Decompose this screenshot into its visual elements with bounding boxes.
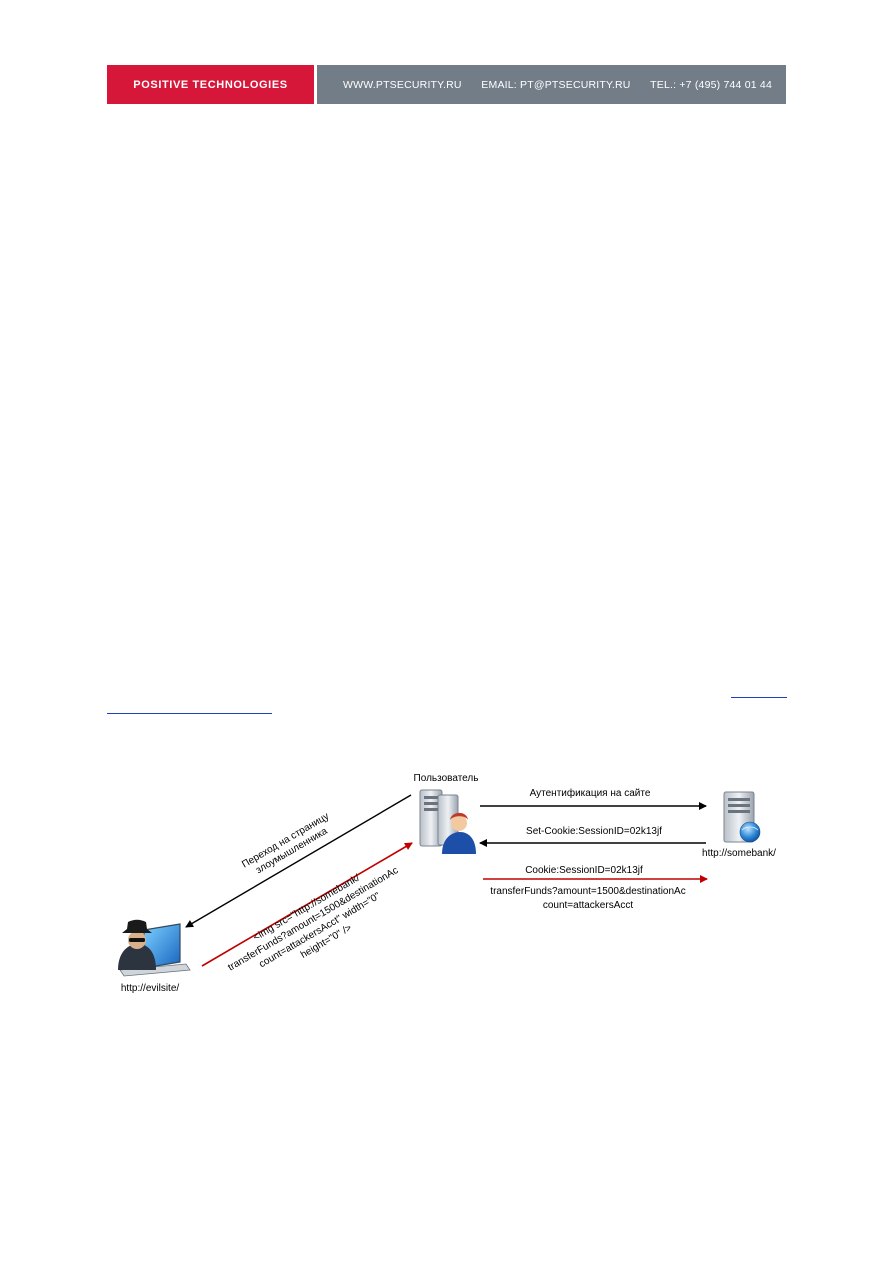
web-server-globe-icon [723,791,761,843]
user-workstation-icon [419,789,476,854]
header-divider [314,65,317,104]
hyperlink-underline-end[interactable] [731,688,787,698]
phone-number: TEL.: +7 (495) 744 01 44 [650,78,772,91]
img-tag-line-2: transferFunds?amount=1500&destinationAc [226,865,400,973]
brand-logo: POSITIVE TECHNOLOGIES [107,65,314,104]
bank-label: http://somebank/ [702,848,776,859]
request-line-1: transferFunds?amount=1500&destinationAc [490,886,685,897]
request-line-2: count=attackersAcct [543,900,634,911]
contact-bar: WWW.PTSECURITY.RU EMAIL: PT@PTSECURITY.R… [317,65,786,104]
cookie-label: Cookie:SessionID=02k13jf [525,865,643,876]
attacker-label: http://evilsite/ [121,983,180,994]
hyperlink-underline-start[interactable] [107,704,272,714]
website-link[interactable]: WWW.PTSECURITY.RU [343,78,462,91]
img-tag-arrow [201,842,413,967]
page-header: POSITIVE TECHNOLOGIES WWW.PTSECURITY.RU … [107,65,786,104]
email-link[interactable]: EMAIL: PT@PTSECURITY.RU [481,78,631,91]
hacker-laptop-icon [118,919,191,977]
user-label: Пользователь [414,773,479,784]
set-cookie-label: Set-Cookie:SessionID=02k13jf [526,826,662,837]
img-tag-group: <img src="http://somebank/ transferFunds… [226,865,400,973]
visit-attacker-arrow [185,794,412,928]
visit-label-group: Переход на страницу злоумышленника [240,811,331,876]
auth-arrow-label: Аутентификация на сайте [530,787,651,799]
